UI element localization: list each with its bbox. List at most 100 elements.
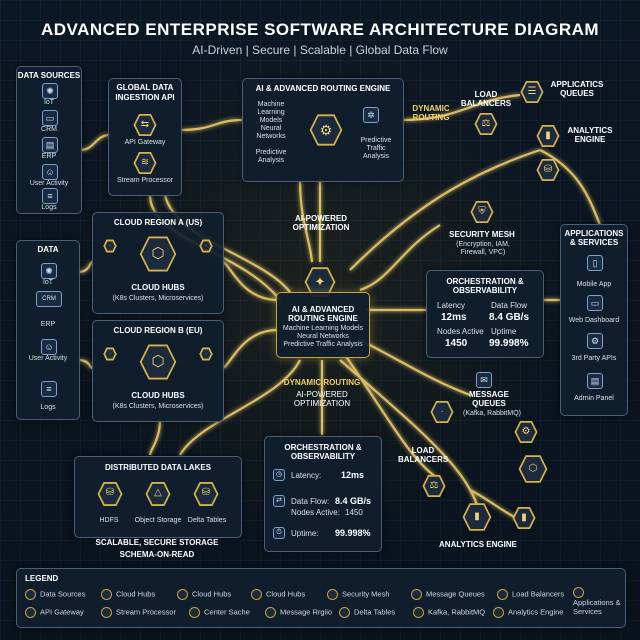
ingestion-title: GLOBAL DATA INGESTION API	[115, 83, 175, 102]
applications-legend-icon	[573, 587, 584, 598]
analytics-engine-legend-icon	[493, 607, 504, 618]
admin-icon: ▤	[587, 373, 603, 389]
orch-right-latency: 12ms	[441, 312, 467, 323]
app-queues-label: APPLICATICS QUEUES	[550, 80, 604, 98]
ingestion-panel[interactable]: GLOBAL DATA INGESTION API ⇆ API Gateway …	[108, 78, 182, 196]
delta-tables-legend-icon	[339, 607, 350, 618]
wire-data-regionb	[77, 358, 93, 370]
lake-delta-tables: Delta Tables	[187, 517, 227, 524]
data-lakes-panel[interactable]: DISTRIBUTED DATA LAKES ⛁ HDFS △ Object S…	[74, 456, 242, 538]
load-balancer-bottom-icon: ⚖	[422, 474, 446, 498]
orch-right-nodes-label: Nodes Active	[437, 327, 484, 336]
orch-bottom-flow: 8.4 GB/s	[335, 496, 372, 506]
apps-panel[interactable]: APPLICATIONS & SERVICES ▯ Mobile App ▭ W…	[560, 224, 628, 416]
region-b-hubs: CLOUD HUBS	[131, 391, 185, 400]
load-balancers-bottom-label: LOAD BALANCERS	[398, 446, 449, 464]
message-queues-sub: (Kafka, RabbitMQ)	[463, 410, 521, 417]
queue-hex-2-icon: ⚙	[514, 420, 538, 444]
security-mesh-sub: (Encryption, IAM, Firewall, VPC)	[456, 241, 510, 256]
legend-security-mesh: Security Mesh	[327, 589, 390, 600]
analytics-bottom-label: ANALYTICS ENGINE	[439, 540, 517, 549]
stream-processor-label: Stream Processor	[116, 177, 174, 184]
orch-right-nodes: 1450	[445, 338, 468, 349]
user-icon: ☺	[42, 164, 58, 180]
orch-right-title: ORCHESTRATION & OBSERVABILITY	[446, 277, 524, 295]
kafka-legend-icon	[413, 607, 424, 618]
orch-bottom-flow-label: Data Flow:	[291, 497, 330, 506]
orch-bottom-uptime-label: Uptime:	[291, 529, 319, 538]
small-hub-b2-icon: ·	[199, 347, 213, 361]
small-hub-a1-icon: ·	[103, 239, 117, 253]
shield-icon: ⛨	[470, 200, 494, 224]
orch-bottom-uptime: 99.998%	[335, 528, 371, 538]
routing-engine-title: AI & ADVANCED ROUTING ENGINE	[255, 84, 391, 93]
core-engine-panel[interactable]: AI & ADVANCED ROUTING ENGINE Machine Lea…	[276, 292, 370, 358]
mobile-icon: ▯	[587, 255, 603, 271]
lake-hdfs: HDFS	[99, 517, 119, 524]
source-crm: CRM	[41, 126, 57, 133]
legend-load-balancers: Load Balancers	[497, 589, 564, 600]
routing-engine-panel[interactable]: AI & ADVANCED ROUTING ENGINE Machine Lea…	[242, 78, 404, 182]
lake-object-storage: Object Storage	[134, 517, 182, 524]
brain-icon: ⚙	[309, 114, 343, 146]
app-3rd-party: 3rd Party APIs	[571, 355, 617, 362]
orch-right-flow-label: Data Flow	[491, 301, 528, 310]
wire-sources-ingestion	[79, 133, 111, 152]
lakes-title: DISTRIBUTED DATA LAKES	[104, 463, 212, 472]
orch-bottom-latency: 12ms	[341, 470, 365, 480]
lakes-footer-1: SCALABLE, SECURE STORAGE	[95, 538, 219, 547]
data-title: DATA	[37, 245, 59, 254]
legend-center-sache: Center Sache	[189, 607, 250, 618]
dynamic-routing-mid-label: DYNAMIC ROUTING	[283, 378, 361, 387]
orch-bottom-latency-label: Latency:	[291, 471, 322, 480]
load-balancer-top-icon: ⚖	[474, 112, 498, 136]
ai-powered-label: AI-POWERED OPTIMIZATION	[292, 214, 350, 232]
ai-powered-mid-label: AI-POWERED OPTIMIZATION	[293, 390, 351, 408]
security-mesh-legend-icon	[327, 589, 338, 600]
legend-kafka: Kafka, RabbitMQ	[413, 607, 485, 618]
data-user-activity: User Activity	[28, 355, 68, 362]
api-gateway-icon: ⇆	[133, 113, 157, 137]
message-rrgiio-legend-icon	[265, 607, 276, 618]
legend-api-gateway: API Gateway	[25, 607, 84, 618]
legend-title: LEGEND	[25, 574, 59, 583]
api-gateway-label: API Gateway	[124, 139, 166, 146]
center-sache-legend-icon	[189, 607, 200, 618]
analytics-cluster-icon: ⬡	[518, 455, 548, 483]
cloud-hubs-legend-icon-3	[251, 589, 262, 600]
data-logs: Logs	[40, 404, 56, 411]
legend-cloud-hubs-2: Cloud Hubs	[177, 589, 231, 600]
legend-applications: Applications & Services	[573, 587, 625, 616]
orch-right-flow: 8.4 GB/s	[489, 312, 530, 323]
orch-bottom-nodes: 1450	[345, 508, 363, 517]
region-b-title: CLOUD REGION B (EU)	[113, 326, 203, 335]
orchestration-right-panel[interactable]: ORCHESTRATION & OBSERVABILITY Latency 12…	[426, 270, 544, 358]
message-queues-legend-icon	[411, 589, 422, 600]
legend-cloud-hubs-3: Cloud Hubs	[251, 589, 305, 600]
erp-icon: ▤	[42, 137, 58, 153]
cloud-region-a-panel[interactable]: CLOUD REGION A (US) ⬡ · · CLOUD HUBS (K8…	[92, 212, 224, 314]
cloud-hubs-legend-icon	[101, 589, 112, 600]
region-b-sub: (K8s Clusters, Microservices)	[112, 403, 204, 410]
source-iot: IoT	[43, 99, 55, 106]
legend-delta-tables: Delta Tables	[339, 607, 395, 618]
wire-core-security	[359, 224, 441, 292]
data-panel[interactable]: DATA ✺ IoT CRM ERP ☺ User Activity ≡ Log…	[16, 240, 80, 420]
cloud-hubs-legend-icon-2	[177, 589, 188, 600]
iot-icon: ✺	[42, 83, 58, 99]
core-title: AI & ADVANCED ROUTING ENGINE	[288, 305, 358, 323]
message-queue-icon: ✉	[476, 372, 492, 388]
data-sources-panel[interactable]: DATA SOURCES ✺ IoT ▭ CRM ▤ ERP ☺ User Ac…	[16, 66, 82, 214]
orchestration-bottom-panel[interactable]: ORCHESTRATION & OBSERVABILITY ◷ Latency:…	[264, 436, 382, 552]
legend-stream-processor: Stream Processor	[101, 607, 176, 618]
legend-data-sources: Data Sources	[25, 589, 85, 600]
lakes-footer-2: SCHEMA-ON-READ	[119, 550, 195, 559]
cloud-region-b-panel[interactable]: CLOUD REGION B (EU) ⬡ · · CLOUD HUBS (K8…	[92, 320, 224, 422]
core-line-2: Neural Networks	[297, 333, 349, 340]
small-hub-b1-icon: ·	[103, 347, 117, 361]
analytics-top-label: ANALYTICS ENGINE	[567, 126, 613, 144]
network-icon: ✲	[363, 107, 379, 123]
app-queues-icon: ☰	[520, 80, 544, 104]
data-sources-title: DATA SOURCES	[17, 71, 81, 80]
